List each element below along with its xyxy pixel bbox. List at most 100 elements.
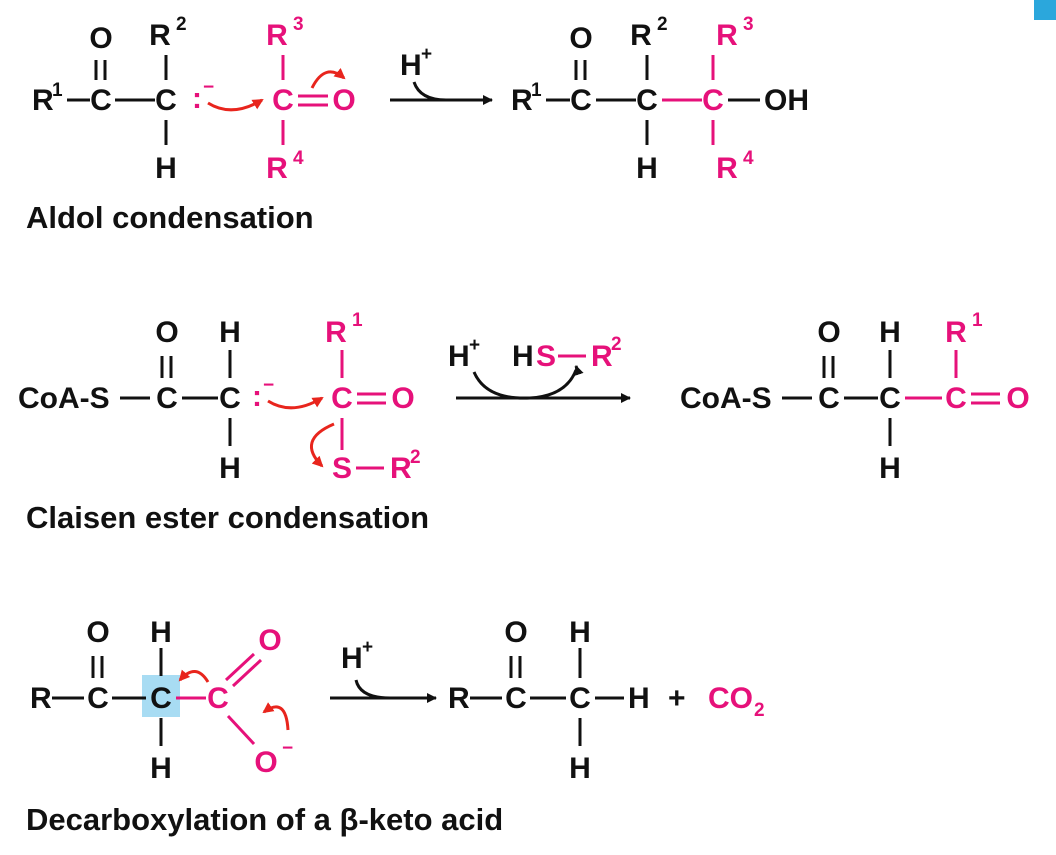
atom-O: O [817,316,840,349]
reagent-curve [412,81,447,102]
atom-H: H [150,752,172,785]
electron-arrow [207,98,264,112]
atom-O: O [258,624,281,657]
atom-R: R [511,84,533,117]
caption-aldol: Aldol condensation [26,200,314,235]
atom-CoA-S: CoA-S [680,382,772,415]
electron-arrow [262,702,290,731]
atom-C: C [155,84,177,117]
electron-arrow [310,67,346,89]
double-bond [231,658,263,688]
superscript-3: 3 [743,14,754,35]
superscript-4: 4 [743,148,754,169]
atom-H: H [219,316,241,349]
decarboxylation-reaction: R C O C H H C O O − H + R C O C [26,616,765,837]
electron-arrow [267,396,324,410]
negative-charge: − [203,77,214,98]
atom-O: O [504,616,527,649]
caption-claisen: Claisen ester condensation [26,500,429,535]
corner-tab [1034,0,1056,20]
atom-O: O [254,746,277,779]
atom-C: C [156,382,178,415]
charge-plus: + [469,335,480,356]
leaving-H: H [512,340,534,373]
superscript-2: 2 [657,14,668,35]
atom-R: R [716,19,738,52]
plus-sign: + [668,682,686,715]
subscript-2: 2 [754,700,765,721]
atom-H: H [219,452,241,485]
atom-R: R [149,19,171,52]
atom-R: R [716,152,738,185]
atom-C: C [207,682,229,715]
atom-R: R [630,19,652,52]
atom-O: O [569,22,592,55]
atom-C: C [569,682,591,715]
atom-R: R [32,84,54,117]
bond [226,714,256,746]
superscript-2: 2 [410,447,421,468]
atom-O: O [1006,382,1029,415]
atom-O: O [86,616,109,649]
atom-O: O [155,316,178,349]
superscript-1: 1 [352,310,363,331]
atom-R: R [448,682,470,715]
atom-C: C [150,682,172,715]
caption-decarboxylation: Decarboxylation of a β-keto acid [26,802,503,837]
electron-arrow [310,422,335,468]
reagent-curve [354,679,391,700]
superscript-1: 1 [531,80,542,101]
superscript-2: 2 [611,334,622,355]
reagent-H: H [400,49,422,82]
superscript-3: 3 [293,14,304,35]
atom-C: C [570,84,592,117]
atom-OH: OH [764,84,809,117]
leaving-S: S [536,340,556,373]
atom-H: H [879,316,901,349]
negative-charge: − [282,738,293,759]
atom-O: O [391,382,414,415]
atom-R: R [390,452,412,485]
atom-H: H [628,682,650,715]
atom-R: R [30,682,52,715]
atom-C: C [87,682,109,715]
alpha-carbon-highlight [142,675,180,717]
atom-O: O [89,22,112,55]
aldol-reaction: R 1 C O C R 2 H : − C R 3 R 4 O H + R 1 [26,14,809,235]
atom-C: C [90,84,112,117]
superscript-2: 2 [176,14,187,35]
atom-H: H [569,616,591,649]
atom-O: O [332,84,355,117]
reagent-H: H [341,642,363,675]
electron-arrow [178,669,210,683]
atom-H: H [155,152,177,185]
atom-R: R [325,316,347,349]
atom-S: S [332,452,352,485]
negative-charge: − [263,375,274,396]
atom-C: C [505,682,527,715]
atom-C: C [272,84,294,117]
double-bond [224,652,256,682]
atom-R: R [266,19,288,52]
atom-H: H [879,452,901,485]
atom-C: C [945,382,967,415]
reagent-curve [472,369,578,400]
lone-pair: : [192,82,202,115]
atom-CoA-S: CoA-S [18,382,110,415]
superscript-1: 1 [52,80,63,101]
superscript-4: 4 [293,148,304,169]
atom-H: H [150,616,172,649]
atom-C: C [818,382,840,415]
product-CO2: CO [708,682,753,715]
charge-plus: + [362,637,373,658]
superscript-1: 1 [972,310,983,331]
atom-C: C [879,382,901,415]
atom-C: C [636,84,658,117]
atom-C: C [702,84,724,117]
leaving-R: R [591,340,613,373]
lone-pair: : [252,380,262,413]
atom-H: H [569,752,591,785]
atom-C: C [219,382,241,415]
